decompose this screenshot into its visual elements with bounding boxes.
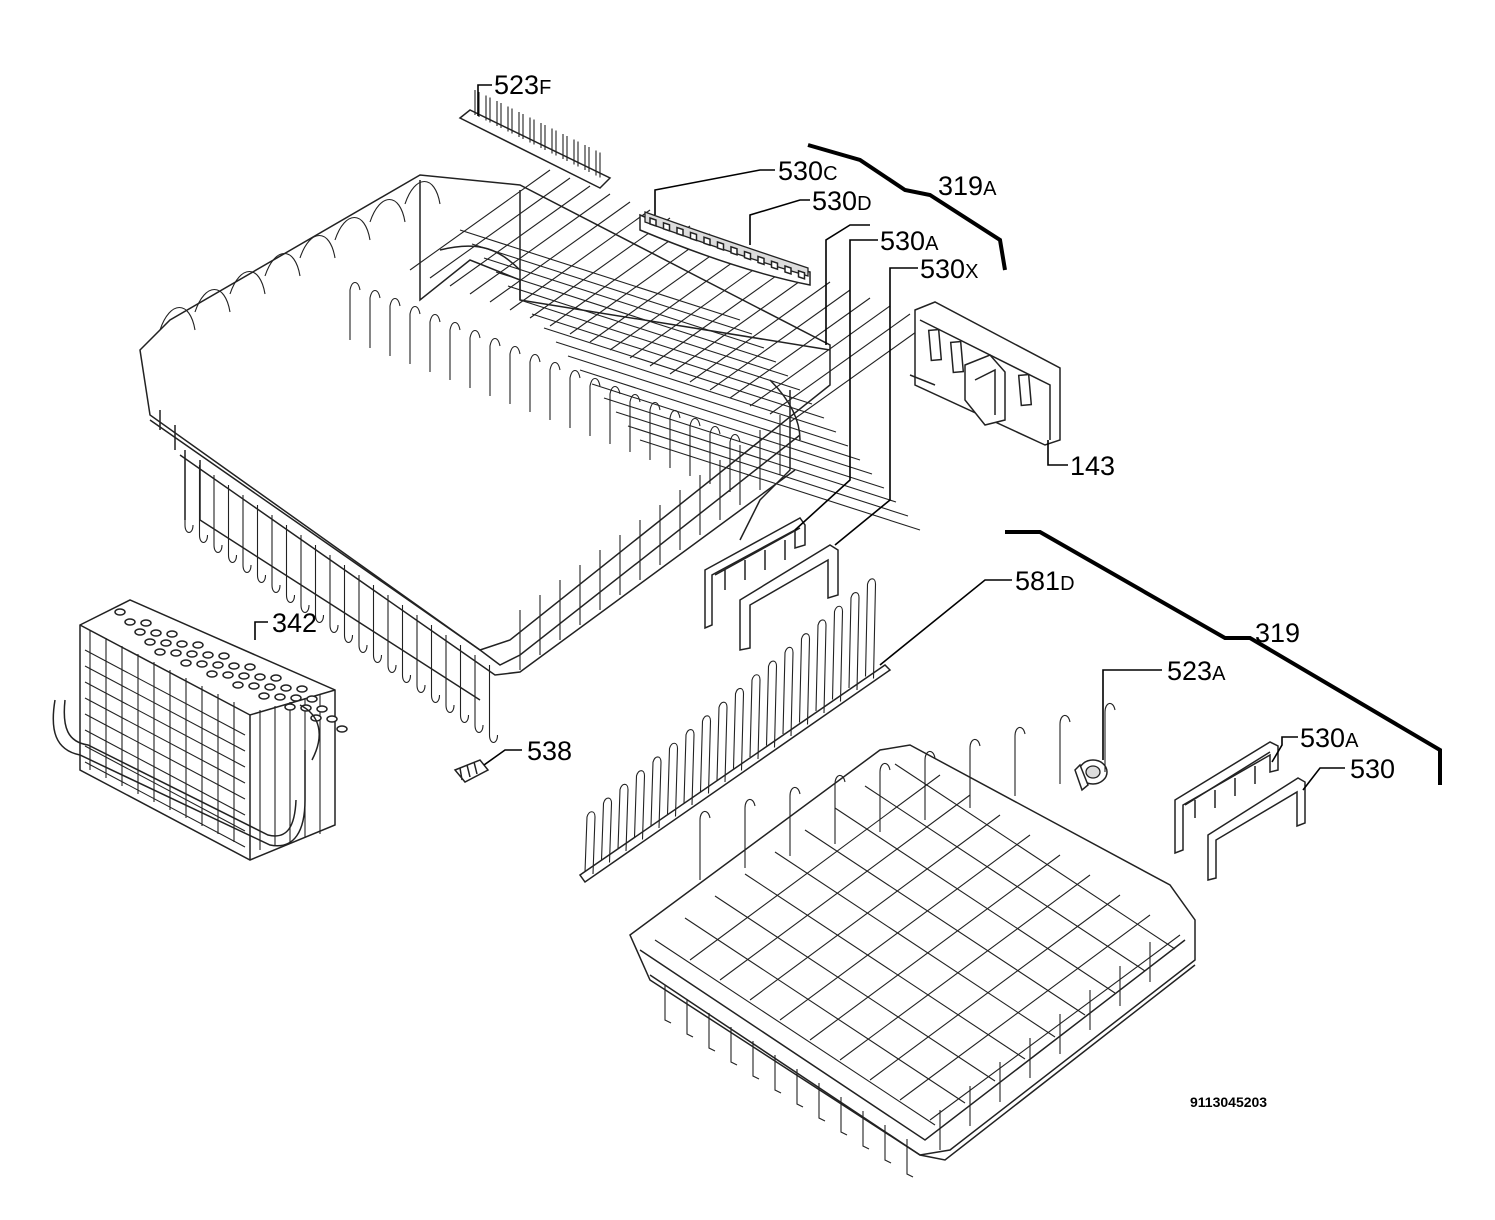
- callout-523F: 523F: [494, 70, 551, 100]
- callout-530C: 530C: [778, 156, 838, 186]
- callout-530: 530: [1350, 754, 1395, 784]
- adjuster-mechanism: [909, 301, 1061, 446]
- callout-319: 319: [1255, 618, 1300, 648]
- callout-319A: 319A: [938, 171, 997, 201]
- callout-538: 538: [527, 736, 572, 766]
- document-number: 9113045203: [1190, 1094, 1267, 1110]
- plate-rack-insert: [578, 578, 892, 884]
- callout-530D: 530D: [812, 186, 872, 216]
- cutlery-basket: [52, 599, 348, 861]
- cup-rack-strip: [458, 90, 612, 189]
- callout-labels: 523F 530C 530D 319A 530A 530X 143 342 58…: [272, 70, 1395, 1110]
- callout-523A: 523A: [1167, 656, 1226, 686]
- callout-530A-upper: 530A: [880, 226, 939, 256]
- lower-basket: [629, 702, 1196, 1178]
- callout-581D: 581D: [1015, 566, 1075, 596]
- callout-leaders: [254, 84, 1442, 791]
- callout-143: 143: [1070, 451, 1115, 481]
- callout-530A-lower: 530A: [1300, 723, 1359, 753]
- callout-530X: 530X: [920, 254, 978, 284]
- rail-guide: [639, 211, 811, 286]
- wheel: [1074, 759, 1108, 792]
- callout-342: 342: [272, 608, 317, 638]
- connector: [453, 759, 490, 783]
- upper-basket: [139, 169, 931, 744]
- end-cap: [1174, 741, 1306, 881]
